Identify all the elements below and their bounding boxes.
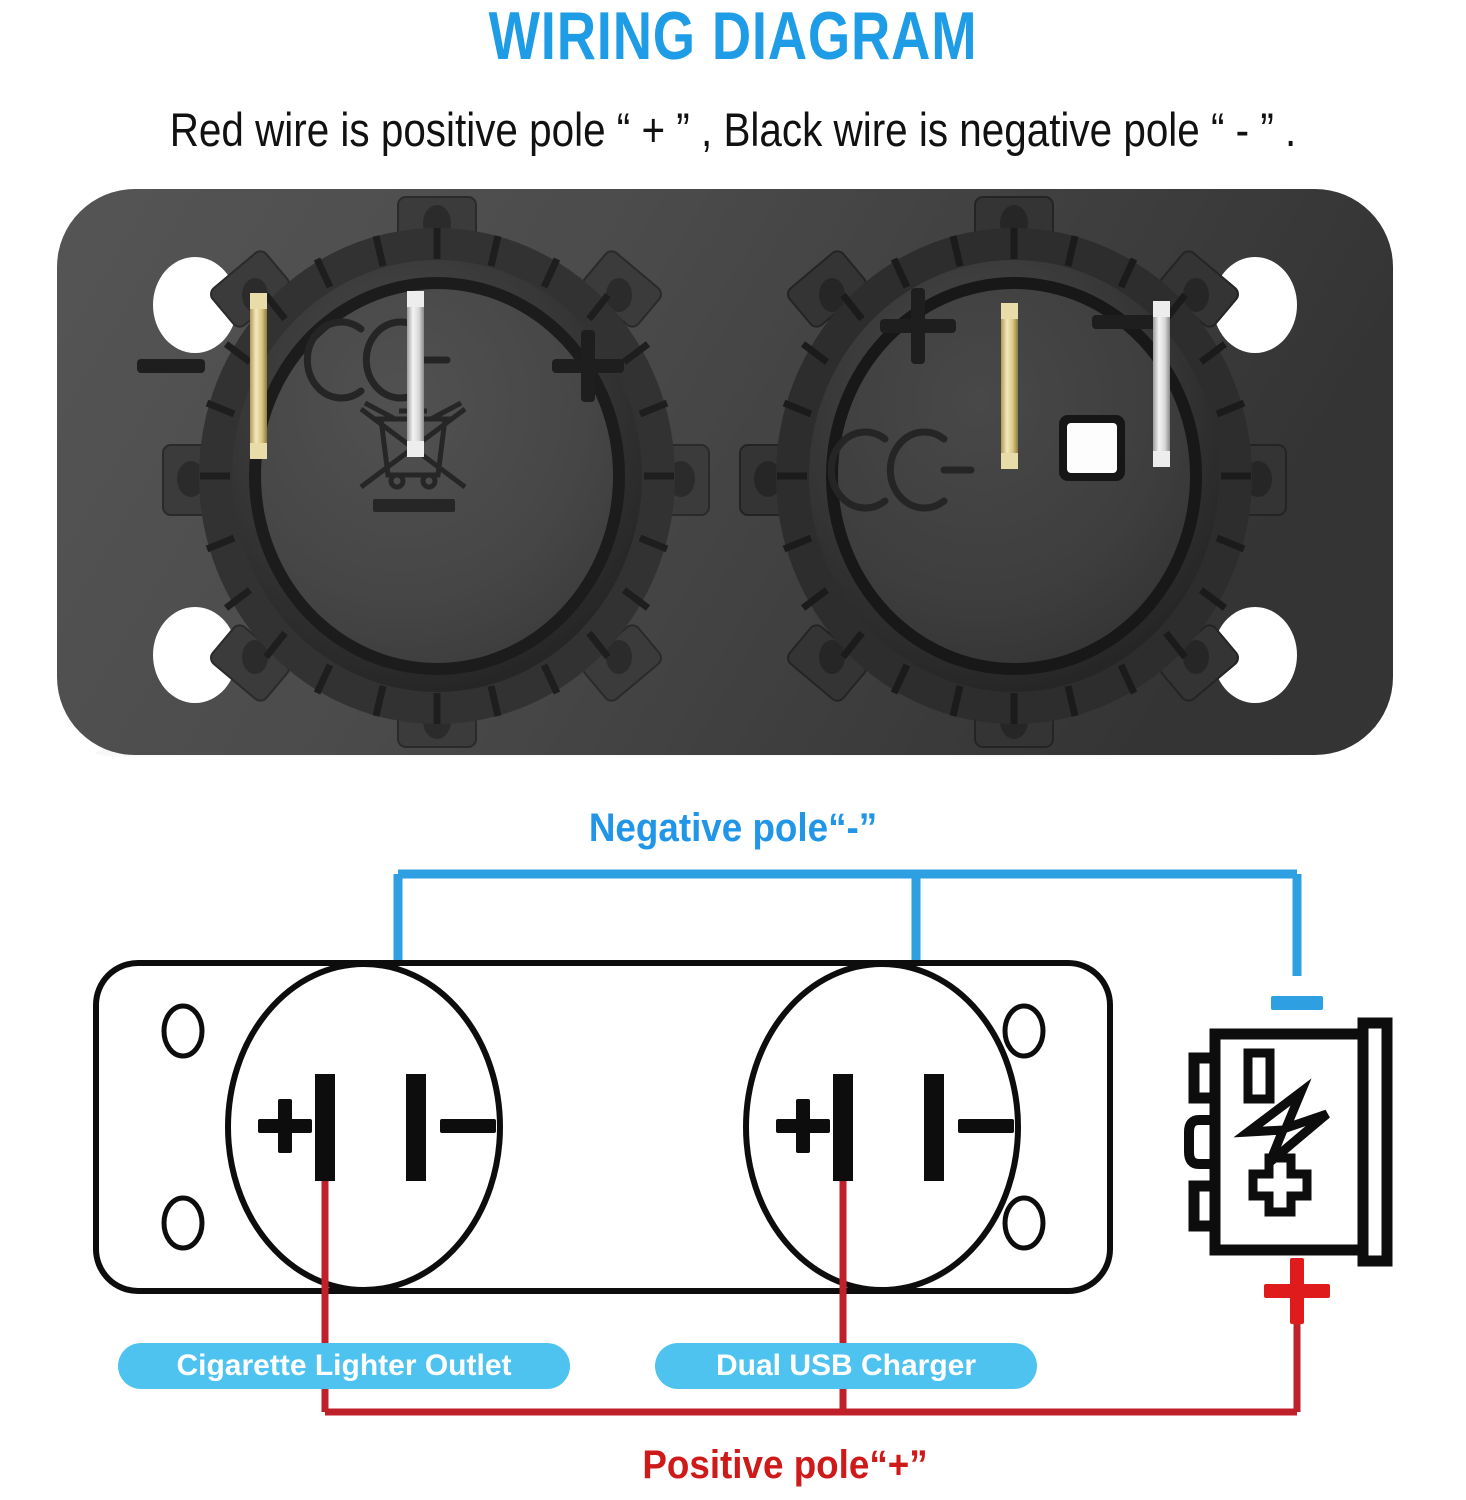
photo-socket-dual-usb xyxy=(739,196,1287,748)
schematic-mount-hole-tl xyxy=(161,1003,205,1059)
brass-terminal xyxy=(250,293,267,459)
schematic-socket-left xyxy=(225,961,503,1293)
tab-hole-br xyxy=(606,640,632,674)
usb-tab-hole-br xyxy=(1183,640,1209,674)
schematic-mount-hole-bl xyxy=(161,1195,205,1251)
battery-negative-mark xyxy=(1271,996,1323,1010)
usb-silver-terminal xyxy=(1153,301,1170,467)
product-photo-svg xyxy=(57,189,1393,757)
usb-tab-hole-tr xyxy=(1183,278,1209,312)
product-photo xyxy=(55,187,1395,757)
tab-hole-tr xyxy=(606,278,632,312)
page-subtitle: Red wire is positive pole “ + ” , Black … xyxy=(169,103,1297,156)
negative-pole-label: Negative pole“-” xyxy=(588,806,878,850)
usb-plus-mark xyxy=(880,288,956,364)
schematic-socket-right xyxy=(743,961,1021,1293)
usb-minus-mark xyxy=(1092,315,1164,329)
usb-ce-mark-icon xyxy=(827,428,975,512)
locking-ring-serrations xyxy=(200,228,674,724)
wiring-schematic-svg xyxy=(93,869,1393,1416)
schematic-mount-hole-tr xyxy=(1002,1003,1046,1059)
right-socket-circle xyxy=(743,961,1021,1293)
usb-tab-hole-left xyxy=(754,461,782,497)
mount-hole-bottom-left xyxy=(153,607,237,703)
mount-hole-top-right xyxy=(1213,257,1297,353)
mount-hole-bottom-right xyxy=(1213,607,1297,703)
photo-socket-cigarette-lighter xyxy=(137,196,710,748)
badge-dual-usb-charger: Dual USB Charger xyxy=(655,1343,1037,1389)
positive-pole-label: Positive pole“+” xyxy=(642,1443,928,1487)
right-socket-negative-terminal xyxy=(924,1074,944,1181)
usb-tab-hole-tl xyxy=(819,278,845,312)
badge-cigarette-lighter-outlet: Cigarette Lighter Outlet xyxy=(118,1343,570,1389)
left-socket-positive-terminal xyxy=(315,1074,335,1181)
mount-hole-top-left xyxy=(153,257,237,353)
usb-brass-terminal xyxy=(1001,303,1018,469)
weee-bar-icon xyxy=(373,499,455,512)
left-socket-negative-terminal xyxy=(406,1074,426,1181)
tab-hole-left xyxy=(177,461,205,497)
silver-terminal xyxy=(407,291,424,457)
left-socket-minus-mark xyxy=(440,1119,496,1133)
right-socket-plus-mark xyxy=(776,1099,830,1153)
usb-tab-hole-bl xyxy=(819,640,845,674)
right-socket-minus-mark xyxy=(958,1119,1014,1133)
usb-led-window xyxy=(1067,423,1117,473)
tab-hole-bl xyxy=(242,640,268,674)
left-socket-circle xyxy=(225,961,503,1293)
schematic-mount-hole-br xyxy=(1002,1195,1046,1251)
left-socket-plus-mark xyxy=(258,1099,312,1153)
battery-icon xyxy=(1184,1017,1393,1267)
ce-mark-icon xyxy=(303,318,451,402)
usb-socket-face xyxy=(838,289,1190,663)
right-socket-positive-terminal xyxy=(833,1074,853,1181)
page-title: WIRING DIAGRAM xyxy=(488,0,978,74)
wiring-schematic xyxy=(0,780,1466,1500)
socket-plus-mark xyxy=(552,330,624,402)
battery-positive-mark xyxy=(1264,1258,1330,1324)
socket-minus-mark xyxy=(137,359,205,373)
